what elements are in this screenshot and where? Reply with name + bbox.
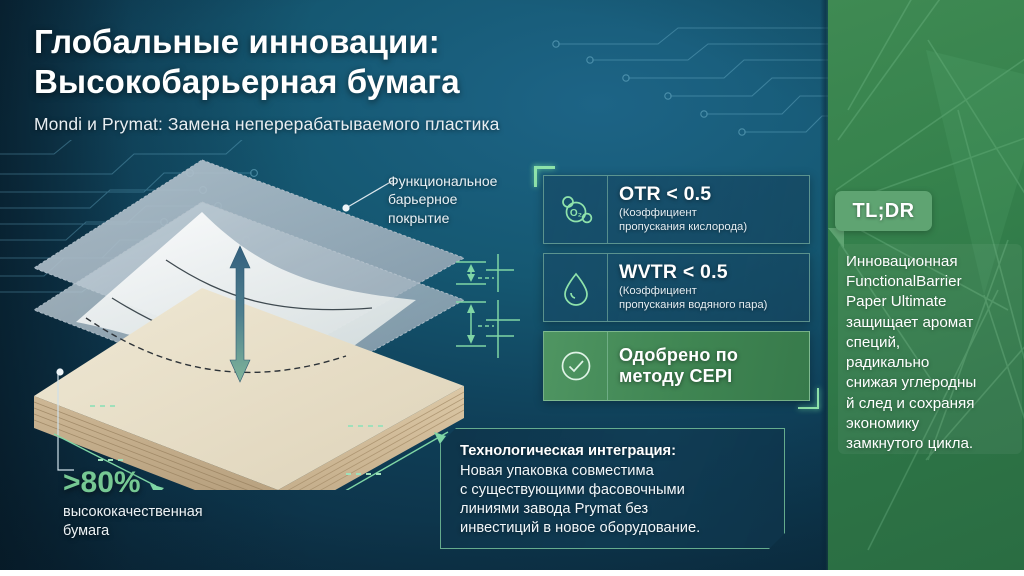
metric-text-cepi: Одобрено по методу CEPI <box>608 345 745 387</box>
coating-leader-dot <box>342 204 350 212</box>
metric-sub-wvtr: (Коэффициент пропускания водяного пара) <box>619 285 767 312</box>
layered-paper-diagram <box>32 159 520 490</box>
page-title: Глобальные инновации: Высокобарьерная бу… <box>34 22 794 103</box>
coating-label-line-3: покрытие <box>388 209 450 226</box>
title-line-2: Высокобарьерная бумага <box>34 63 460 101</box>
coating-label-line-2: барьерное <box>388 191 458 208</box>
check-circle-icon <box>544 332 608 400</box>
metric-sub-wvtr-line-1: (Коэффициент <box>619 285 697 298</box>
panel-edge-shadow <box>820 0 830 576</box>
integration-body-line-4: инвестиций в новое оборудование. <box>460 520 701 537</box>
tldr-line-3: Paper Ultimate <box>846 293 947 311</box>
thickness-measure <box>456 254 520 358</box>
metric-text-otr: OTR < 0.5 (Коэффициент пропускания кисло… <box>608 184 754 234</box>
percent-leader-line <box>57 372 74 471</box>
tldr-panel <box>828 0 1024 576</box>
title-line-1: Глобальные инновации: <box>34 23 440 60</box>
header: Глобальные инновации: Высокобарьерная бу… <box>34 22 794 135</box>
metric-sub-wvtr-line-2: пропускания водяного пара) <box>619 299 768 312</box>
integration-body-line-2: с существующими фасовочными <box>460 482 685 499</box>
tldr-line-9: экономику <box>846 414 920 432</box>
percent-caption-line-2: бумага <box>63 522 110 539</box>
percent-caption-line-1: высококачественная <box>63 504 203 520</box>
metric-title-cepi: Одобрено по методу CEPI <box>619 345 738 387</box>
polygon-pattern <box>835 0 1024 551</box>
tldr-line-1: Инновационная <box>846 253 958 270</box>
tldr-line-5: специй, <box>846 333 901 351</box>
percent-callout: >80% высококачественная бумага <box>63 468 293 541</box>
percent-leader-dot <box>56 368 64 376</box>
metrics-group: O₂ OTR < 0.5 (Коэффициент пропускания ки… <box>534 166 819 409</box>
coating-label-line-1: Функциональное <box>388 173 498 189</box>
integration-title: Технологическая интеграция: <box>460 443 676 459</box>
metric-sub-otr: (Коэффициент пропускания кислорода) <box>619 207 747 234</box>
tldr-body-plate <box>838 244 1022 454</box>
dimension-ticks <box>90 405 384 475</box>
coating-callout: Функциональное барьерное покрытие <box>388 172 548 227</box>
tldr-badge-label: TL;DR <box>852 199 915 222</box>
bottom-white-strip <box>0 570 1024 576</box>
metric-sub-otr-line-2: пропускания кислорода) <box>619 221 748 234</box>
tldr-body-text: Инновационная FunctionalBarrier Paper Ul… <box>846 252 1016 454</box>
permeation-arrow <box>229 245 251 383</box>
coating-leader-line <box>345 179 395 209</box>
metric-sub-otr-line-1: (Коэффициент <box>619 207 697 220</box>
tldr-line-6: радикально <box>846 354 930 372</box>
integration-body-line-3: линиями завода Prymat без <box>460 501 649 518</box>
oxygen-molecule-icon: O₂ <box>544 176 608 243</box>
metric-title-otr: OTR < 0.5 <box>619 183 712 206</box>
water-droplet-icon <box>544 254 608 321</box>
svg-text:O₂: O₂ <box>569 208 581 219</box>
dimension-arrows <box>53 431 449 490</box>
integration-card: Технологическая интеграция: Новая упаков… <box>440 428 785 549</box>
tldr-line-7: снижая углеродны <box>846 374 977 392</box>
metric-card-cepi[interactable]: Одобрено по методу CEPI <box>543 331 810 401</box>
tldr-line-2: FunctionalBarrier <box>846 273 962 291</box>
metric-title-wvtr: WVTR < 0.5 <box>619 261 728 284</box>
metric-text-wvtr: WVTR < 0.5 (Коэффициент пропускания водя… <box>608 262 774 312</box>
percent-value: >80% <box>63 466 141 499</box>
metric-card-otr[interactable]: O₂ OTR < 0.5 (Коэффициент пропускания ки… <box>543 175 810 244</box>
tldr-line-8: й след и сохраняя <box>846 394 975 412</box>
integration-body-line-1: Новая упаковка совместима <box>460 463 654 480</box>
integration-body: Новая упаковка совместима с существующим… <box>460 462 768 538</box>
thickness-arrowheads <box>467 264 475 344</box>
metric-title-cepi-line-2: методу CEPI <box>619 366 733 386</box>
paper-block <box>33 288 465 490</box>
metric-title-cepi-line-1: Одобрено по <box>619 344 739 365</box>
percent-caption: высококачественная бумага <box>63 503 293 541</box>
metric-card-wvtr[interactable]: WVTR < 0.5 (Коэффициент пропускания водя… <box>543 253 810 322</box>
tldr-line-10: замкнутого цикла. <box>846 434 974 452</box>
page-subtitle: Mondi и Prymat: Замена неперерабатываемо… <box>34 113 500 134</box>
tldr-line-4: защищает аромат <box>846 313 974 331</box>
tldr-badge: TL;DR <box>835 191 932 231</box>
